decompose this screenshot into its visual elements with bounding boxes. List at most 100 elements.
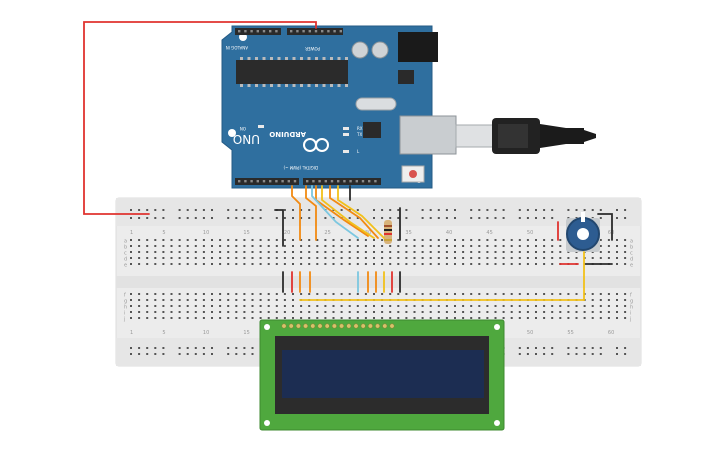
- lcd-screen: [282, 350, 484, 398]
- header-pin: [256, 180, 259, 183]
- lcd-pin[interactable]: [288, 323, 294, 329]
- header-pin: [244, 30, 247, 33]
- breadboard-column-number: 60: [608, 230, 614, 236]
- header-pin: [256, 30, 259, 33]
- lcd-pin[interactable]: [317, 323, 323, 329]
- potentiometer-icon[interactable]: [566, 212, 600, 252]
- lcd-pin[interactable]: [353, 323, 359, 329]
- breadboard-row-letter: f: [630, 293, 632, 299]
- breadboard-column-number: 1: [130, 330, 133, 336]
- top-power-rail: [116, 198, 641, 226]
- breadboard-column-number: 5: [162, 330, 165, 336]
- lcd-pin[interactable]: [367, 323, 373, 329]
- lcd-pin[interactable]: [389, 323, 395, 329]
- breadboard-column-number: 10: [203, 230, 209, 236]
- wire-d-yellow[interactable]: [337, 185, 385, 239]
- lcd-pin[interactable]: [303, 323, 309, 329]
- on-led: [258, 125, 264, 128]
- breadboard-row-letter: d: [124, 257, 127, 263]
- tx-led: [343, 133, 349, 136]
- header-pin: [281, 180, 284, 183]
- digital-header-high[interactable]: [303, 178, 381, 185]
- usb-cable-icon[interactable]: [455, 118, 596, 154]
- lcd-pin[interactable]: [360, 323, 366, 329]
- lcd-pin[interactable]: [331, 323, 337, 329]
- wire-gnd-black[interactable]: [274, 209, 284, 247]
- breadboard-row-letter: f: [124, 293, 126, 299]
- lcd-pin-header[interactable]: [281, 323, 395, 329]
- usb-chip: [363, 122, 381, 138]
- usb-port[interactable]: [399, 115, 457, 155]
- reset-button-icon: [409, 170, 417, 178]
- wire-d-cyan[interactable]: [311, 185, 359, 239]
- arduino-infinity-logo-icon: [303, 138, 329, 152]
- header-pin: [361, 180, 365, 183]
- header-pin: [337, 180, 340, 183]
- lcd-pin[interactable]: [375, 323, 381, 329]
- breadboard-row-letter: c: [124, 251, 127, 257]
- wire-d-orange[interactable]: [305, 185, 317, 241]
- breadboard-row-letter: g: [630, 299, 633, 305]
- arduino-uno-board[interactable]: ANALOG IN POWER DIGITAL (PWM ~) ARDUINO …: [221, 25, 457, 189]
- header-pin: [330, 180, 334, 183]
- wire-d-orange[interactable]: [329, 185, 379, 239]
- wire-d-orange[interactable]: [291, 185, 301, 241]
- power-jack[interactable]: [398, 32, 438, 62]
- header-pin: [269, 30, 272, 33]
- lcd-pin[interactable]: [310, 323, 316, 329]
- breadboard-column-number: 25: [324, 230, 330, 236]
- header-pin: [318, 180, 321, 183]
- header-pin: [333, 30, 336, 33]
- breadboard-row-letter: a: [124, 239, 127, 245]
- header-pin: [275, 30, 278, 33]
- capacitor-icon: [371, 41, 389, 59]
- header-pin: [314, 30, 318, 33]
- wire-d-orange[interactable]: [315, 185, 369, 237]
- breadboard-column-number: 40: [446, 230, 452, 236]
- breadboard-row-letter: e: [630, 263, 633, 269]
- arduino-brand-label: ARDUINO: [269, 130, 306, 138]
- breadboard-row-letter: j: [123, 317, 125, 323]
- header-pin: [250, 180, 253, 183]
- header-pin: [290, 30, 293, 33]
- center-divider: [116, 276, 641, 288]
- breadboard-column-number: 50: [527, 330, 533, 336]
- breadboard-column-number: 20: [284, 230, 290, 236]
- wire-d-yellow[interactable]: [321, 185, 375, 239]
- header-pin: [269, 180, 272, 183]
- header-pin: [374, 180, 377, 183]
- lcd-16x2-module[interactable]: [259, 319, 505, 431]
- breadboard-row-letter: g: [124, 299, 127, 305]
- wire-gnd-black[interactable]: [597, 213, 613, 241]
- header-pin: [250, 30, 253, 33]
- breadboard-row-letter: h: [124, 305, 127, 311]
- wire-5v-red[interactable]: [83, 21, 317, 215]
- lcd-pin[interactable]: [324, 323, 330, 329]
- breadboard-row-letter: a: [630, 239, 633, 245]
- wire-contrast-yellow[interactable]: [299, 251, 585, 301]
- lcd-pin[interactable]: [295, 323, 301, 329]
- header-pin: [238, 30, 241, 33]
- header-pin: [238, 180, 241, 183]
- breadboard-column-number: 55: [567, 330, 573, 336]
- header-pin: [275, 180, 278, 183]
- header-pin: [244, 180, 247, 183]
- header-pin: [355, 180, 358, 183]
- lcd-pin[interactable]: [346, 323, 352, 329]
- wires[interactable]: [83, 21, 613, 301]
- breadboard-row-letter: h: [630, 305, 633, 311]
- header-pin: [302, 30, 305, 33]
- breadboard-column-number: 10: [203, 330, 209, 336]
- lcd-pin[interactable]: [281, 323, 287, 329]
- breadboard-row-letter: i: [630, 311, 631, 317]
- breadboard-column-number: 35: [405, 230, 411, 236]
- lcd-pin[interactable]: [382, 323, 388, 329]
- lcd-pin[interactable]: [339, 323, 345, 329]
- mounting-hole: [494, 324, 500, 330]
- mounting-hole: [264, 324, 270, 330]
- digital-header-low[interactable]: [235, 178, 299, 185]
- header-pin: [262, 30, 266, 33]
- resistor-icon[interactable]: [384, 220, 392, 244]
